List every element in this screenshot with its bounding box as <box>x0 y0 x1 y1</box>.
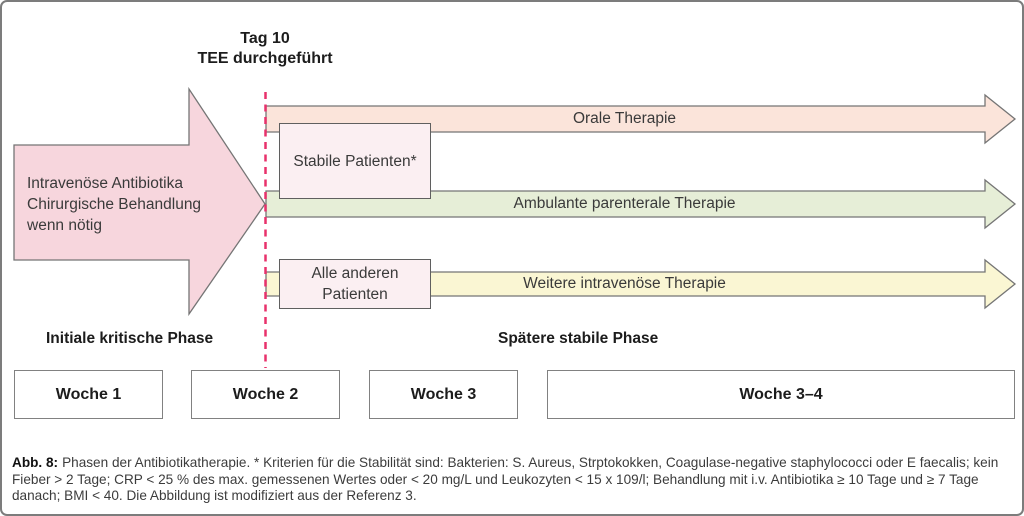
other-patients-label-line2: Patienten <box>322 286 388 303</box>
main-arrow-label-line2: Chirurgische Behandlung <box>27 196 202 213</box>
figure-caption: Abb. 8:Phasen der Antibiotikatherapie. *… <box>12 455 1016 505</box>
day10-marker-line2: TEE durchgeführt <box>197 49 333 67</box>
main-arrow-label-line1: Intravenöse Antibiotika <box>27 175 183 192</box>
outpatient-parenteral-arrow <box>265 178 1017 230</box>
oral-therapy-label: Orale Therapie <box>572 110 677 127</box>
main-arrow-label: Intravenöse Antibiotika Chirurgische Beh… <box>27 173 201 236</box>
week-3-box: Woche 3 <box>369 370 518 419</box>
outpatient-therapy-label: Ambulante parenterale Therapie <box>513 195 736 212</box>
late-phase-label: Spätere stabile Phase <box>498 330 659 347</box>
week-1-box: Woche 1 <box>14 370 163 419</box>
other-patients-box: Alle anderen Patienten <box>279 259 431 309</box>
stable-patients-label: Stabile Patienten* <box>293 152 417 170</box>
day10-marker-line1: Tag 10 <box>240 30 290 47</box>
figure-caption-label: Abb. 8: <box>12 455 59 470</box>
iv-therapy-label: Weitere intravenöse Therapie <box>523 275 726 292</box>
main-treatment-arrow <box>13 86 266 317</box>
other-patients-label-line1: Alle anderen <box>311 265 399 282</box>
initial-phase-label: Initiale kritische Phase <box>46 330 214 347</box>
day10-marker: Tag 10 TEE durchgeführt <box>165 29 365 68</box>
main-arrow-label-line3: wenn nötig <box>27 217 102 234</box>
week-3-4-box: Woche 3–4 <box>547 370 1015 419</box>
figure-caption-text: Phasen der Antibiotikatherapie. * Kriter… <box>12 455 999 503</box>
week-2-box: Woche 2 <box>191 370 340 419</box>
stable-patients-box: Stabile Patienten* <box>279 123 431 199</box>
